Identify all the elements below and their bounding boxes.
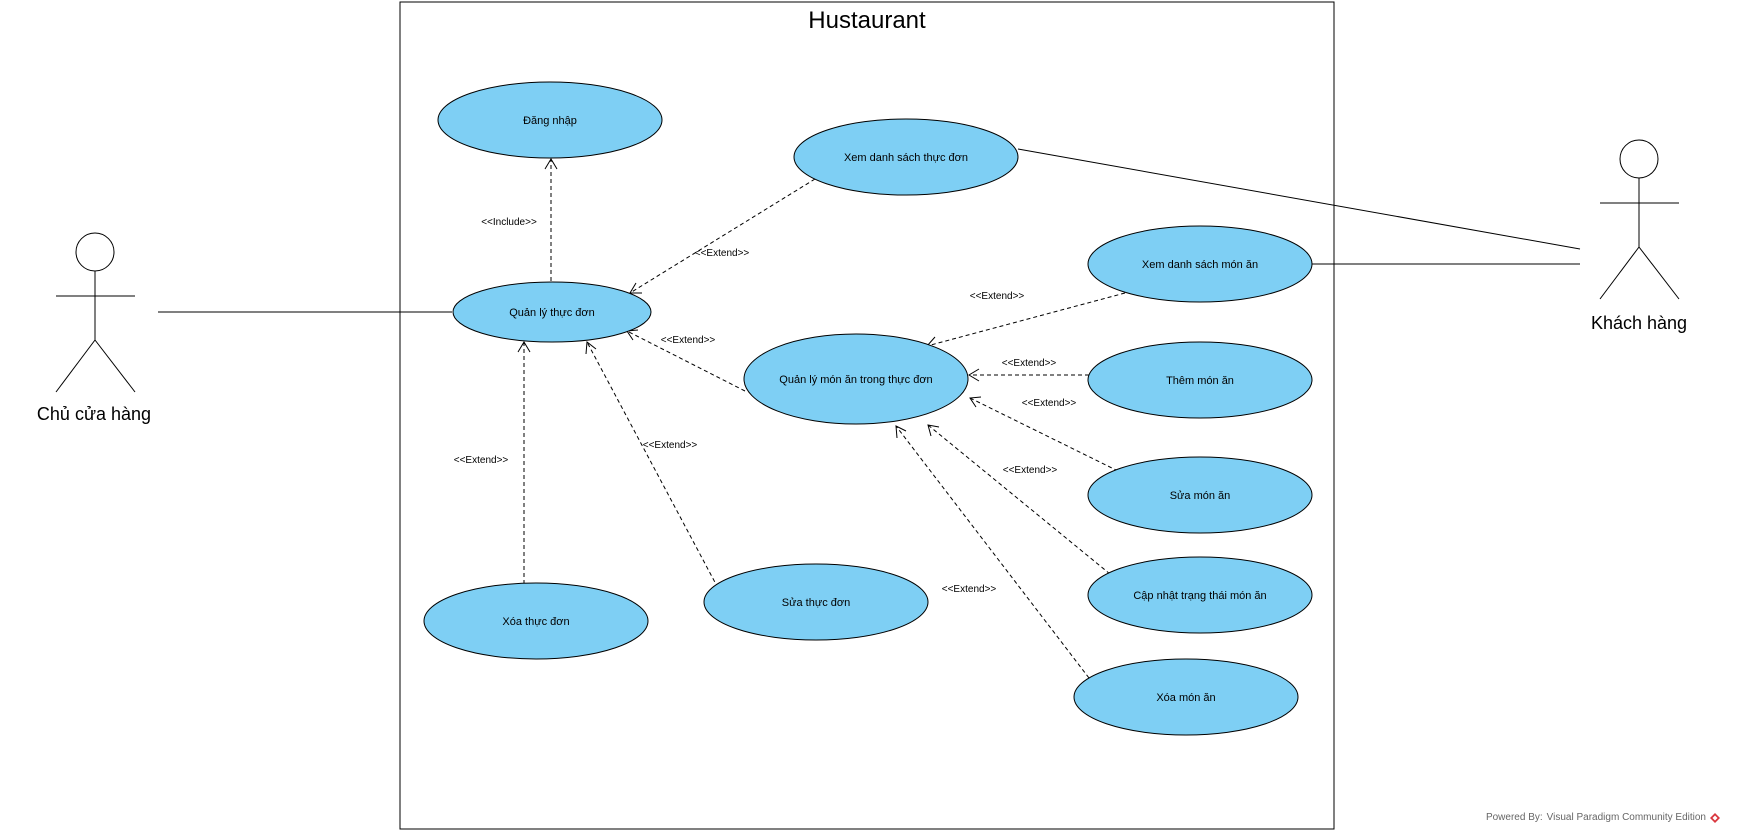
- extend-edit-dish-to-manage-dishes: [969, 396, 1119, 472]
- extend-edit-menu-to-manage-menu: [585, 341, 719, 589]
- visual-paradigm-logo-icon: [1710, 812, 1720, 823]
- extend-label-add-dish: <<Extend>>: [1002, 358, 1057, 369]
- extend-add-dish-to-manage-dishes: [968, 368, 1089, 382]
- use-case-view-dish-list[interactable]: Xem danh sách món ăn: [1087, 225, 1313, 303]
- use-case-view-menu-list-label: Xem danh sách thực đơn: [844, 152, 968, 164]
- use-case-delete-dish-label: Xóa món ăn: [1156, 692, 1215, 704]
- use-case-manage-dishes-label: Quản lý món ăn trong thực đơn: [779, 374, 932, 386]
- use-case-delete-menu[interactable]: Xóa thực đơn: [423, 582, 649, 660]
- use-case-add-dish[interactable]: Thêm món ăn: [1087, 341, 1313, 419]
- extend-label-delete-menu: <<Extend>>: [454, 455, 509, 466]
- extend-label-edit-dish: <<Extend>>: [1022, 398, 1077, 409]
- footer-product: Visual Paradigm Community Edition: [1546, 812, 1706, 823]
- use-case-delete-menu-label: Xóa thực đơn: [502, 616, 569, 628]
- extend-label-edit-menu: <<Extend>>: [643, 440, 698, 451]
- owner-left-leg: [55, 339, 96, 393]
- extend-label-delete-dish: <<Extend>>: [942, 584, 997, 595]
- use-case-view-dish-list-label: Xem danh sách món ăn: [1142, 259, 1258, 271]
- use-case-update-dish-status-label: Cập nhật trạng thái món ăn: [1133, 590, 1266, 602]
- extend-update-status-to-manage-dishes: [927, 424, 1111, 575]
- footer-prefix: Powered By:: [1485, 812, 1543, 823]
- use-case-manage-dishes[interactable]: Quản lý món ăn trong thực đơn: [743, 333, 969, 425]
- owner-right-leg: [94, 339, 136, 393]
- owner-head: [75, 232, 115, 272]
- use-case-edit-dish[interactable]: Sửa món ăn: [1087, 456, 1313, 534]
- assoc-customer-view-menu-list: [1017, 148, 1581, 250]
- use-case-edit-dish-label: Sửa món ăn: [1170, 490, 1231, 502]
- use-case-manage-menu-label: Quản lý thực đơn: [509, 307, 595, 319]
- extend-label-update-status: <<Extend>>: [1003, 465, 1058, 476]
- owner-actor[interactable]: Chủ cửa hàng: [37, 232, 151, 424]
- use-case-edit-menu-label: Sửa thực đơn: [782, 597, 850, 609]
- use-case-edit-menu[interactable]: Sửa thực đơn: [703, 563, 929, 641]
- use-case-add-dish-label: Thêm món ăn: [1166, 375, 1234, 387]
- system-title: Hustaurant: [808, 7, 926, 34]
- use-case-login[interactable]: Đăng nhập: [437, 81, 663, 159]
- extend-delete-dish-to-manage-dishes: [895, 425, 1090, 679]
- extend-label-view-menu-list: <<Extend>>: [695, 248, 750, 259]
- powered-by-footer: Powered By: Visual Paradigm Community Ed…: [1486, 812, 1720, 823]
- extend-delete-menu-to-manage-menu: [517, 341, 531, 584]
- extend-label-manage-dishes: <<Extend>>: [661, 335, 716, 346]
- customer-label: Khách hàng: [1591, 313, 1687, 333]
- use-case-delete-dish[interactable]: Xóa món ăn: [1073, 658, 1299, 736]
- extend-label-view-dish-list: <<Extend>>: [970, 291, 1025, 302]
- use-case-manage-menu[interactable]: Quản lý thực đơn: [452, 281, 652, 343]
- use-case-login-label: Đăng nhập: [523, 115, 577, 127]
- use-case-view-menu-list[interactable]: Xem danh sách thực đơn: [793, 118, 1019, 196]
- include-manage-menu-login: [544, 158, 558, 281]
- customer-head: [1619, 139, 1659, 179]
- customer-actor[interactable]: Khách hàng: [1591, 139, 1687, 333]
- customer-right-leg: [1638, 246, 1680, 300]
- owner-label: Chủ cửa hàng: [37, 404, 151, 424]
- use-case-update-dish-status[interactable]: Cập nhật trạng thái món ăn: [1087, 556, 1313, 634]
- customer-left-leg: [1599, 246, 1640, 300]
- include-label: <<Include>>: [481, 217, 537, 228]
